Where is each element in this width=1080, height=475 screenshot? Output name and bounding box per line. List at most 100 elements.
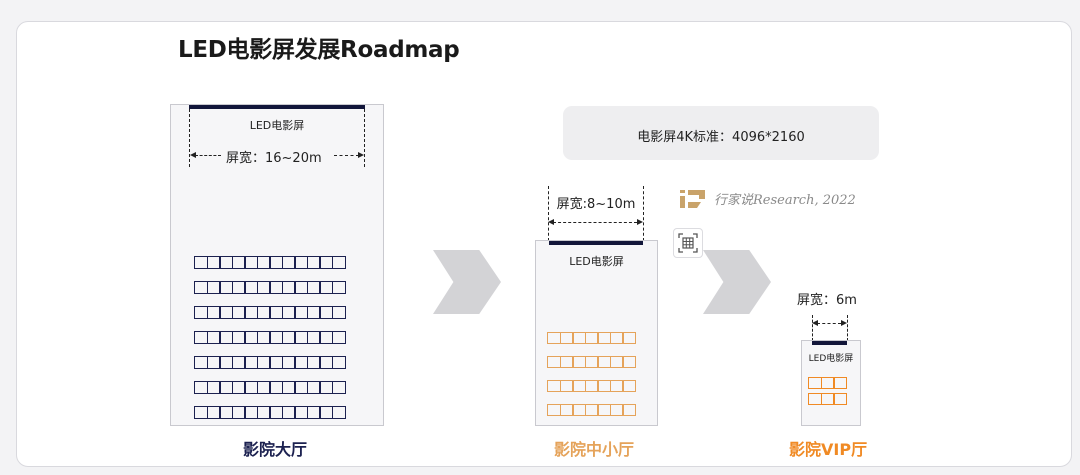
- medium-width-marker-left: [548, 186, 549, 241]
- seat: [194, 406, 208, 419]
- seat-row: [194, 281, 346, 294]
- seat: [256, 406, 271, 419]
- seat: [622, 380, 636, 392]
- seat: [244, 406, 258, 419]
- large-hall-caption: 影院大厅: [243, 440, 308, 459]
- seat: [206, 331, 221, 344]
- seat: [269, 306, 283, 319]
- seat: [256, 306, 271, 319]
- large-hall: [170, 104, 384, 426]
- vip-hall-screen: [812, 341, 847, 345]
- seat: [194, 381, 208, 394]
- seat: [833, 377, 847, 389]
- seat-row: [194, 331, 346, 344]
- medium-screen-label: LED电影屏: [569, 255, 624, 268]
- medium-hall-screen: [549, 241, 643, 245]
- seat: [244, 306, 258, 319]
- vip-width-marker-left: [812, 315, 813, 341]
- seat: [256, 356, 271, 369]
- seat-row: [194, 406, 346, 419]
- table-grid-button[interactable]: [673, 228, 703, 258]
- seat: [319, 406, 333, 419]
- seat: [281, 281, 296, 294]
- medium-hall: [535, 240, 658, 426]
- standard-note-text: 电影屏4K标准：4096*2160: [637, 130, 805, 145]
- seat: [231, 406, 246, 419]
- seat: [194, 356, 208, 369]
- standard-note-box: [563, 106, 879, 160]
- seat: [584, 356, 599, 368]
- seat: [808, 393, 822, 405]
- seat: [219, 331, 233, 344]
- seat: [597, 332, 611, 344]
- seat: [206, 356, 221, 369]
- seat: [820, 377, 835, 389]
- page-title: LED电影屏发展Roadmap: [178, 37, 460, 63]
- seat: [269, 256, 283, 269]
- table-grid-icon: [678, 233, 698, 253]
- seat-row: [547, 404, 636, 416]
- seat: [609, 356, 624, 368]
- seat: [319, 381, 333, 394]
- seat: [572, 380, 586, 392]
- seat: [306, 381, 321, 394]
- vip-width-arrow: [817, 323, 841, 324]
- seat: [609, 380, 624, 392]
- seat: [219, 381, 233, 394]
- large-arrowhead-right: [358, 152, 364, 158]
- seat: [559, 380, 574, 392]
- seat: [597, 380, 611, 392]
- seat: [622, 332, 636, 344]
- medium-arrowhead-right: [637, 219, 643, 225]
- seat: [194, 256, 208, 269]
- seat: [609, 404, 624, 416]
- seat: [572, 404, 586, 416]
- seat: [269, 331, 283, 344]
- seat: [547, 356, 561, 368]
- vip-hall-seats: [808, 377, 847, 405]
- seat: [256, 381, 271, 394]
- seat: [331, 381, 346, 394]
- large-width-arrow-right: [334, 155, 359, 156]
- large-width-arrow-left: [195, 155, 221, 156]
- seat: [584, 404, 599, 416]
- seat: [206, 306, 221, 319]
- seat: [306, 306, 321, 319]
- seat: [319, 331, 333, 344]
- seat: [219, 406, 233, 419]
- vip-hall-caption: 影院VIP厅: [789, 440, 868, 459]
- seat: [219, 256, 233, 269]
- seat: [319, 306, 333, 319]
- seat: [194, 331, 208, 344]
- seat: [281, 306, 296, 319]
- seat: [331, 331, 346, 344]
- brand-logo-icon: [680, 190, 705, 208]
- seat: [306, 331, 321, 344]
- seat: [833, 393, 847, 405]
- seat: [808, 377, 822, 389]
- seat: [294, 256, 308, 269]
- seat: [244, 281, 258, 294]
- seat: [319, 281, 333, 294]
- seat: [219, 306, 233, 319]
- seat: [622, 404, 636, 416]
- vip-width-marker-right: [847, 315, 848, 341]
- seat: [294, 406, 308, 419]
- seat: [559, 404, 574, 416]
- seat: [306, 281, 321, 294]
- medium-width-label: 屏宽:8~10m: [556, 197, 636, 212]
- watermark-text: 行家说Research, 2022: [714, 193, 856, 208]
- vip-screen-label: LED电影屏: [808, 354, 854, 364]
- large-width-label: 屏宽：16~20m: [226, 151, 322, 166]
- seat: [306, 256, 321, 269]
- medium-hall-seats: [547, 332, 636, 416]
- seat: [547, 404, 561, 416]
- medium-width-arrow: [553, 222, 637, 223]
- seat: [269, 381, 283, 394]
- seat: [256, 256, 271, 269]
- vip-arrowhead-right: [841, 320, 847, 326]
- seat: [572, 332, 586, 344]
- seat: [294, 306, 308, 319]
- seat: [269, 281, 283, 294]
- large-arrowhead-left: [190, 152, 196, 158]
